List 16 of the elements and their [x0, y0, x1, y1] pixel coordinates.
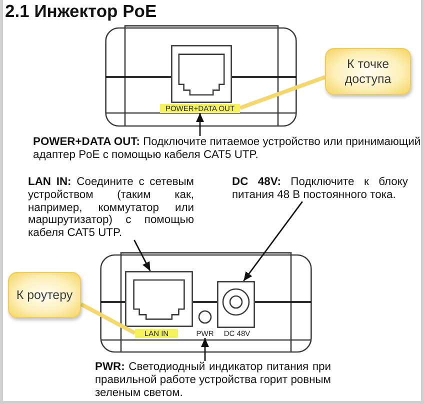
title: 2.1 Инжектор PoE [5, 1, 157, 22]
arrow [243, 201, 303, 282]
callout: К точке доступа [325, 48, 411, 95]
injector-drawing [100, 252, 312, 353]
ethernet-port [171, 45, 232, 103]
description-text: LAN IN: Соедините с сетевым устройством (таким как, например, коммутатор или маршрутизатор) с помощью кабеля CAT5 UTP. [28, 176, 194, 240]
arrow [134, 240, 151, 272]
injector-drawing [105, 25, 297, 127]
arrow [201, 338, 209, 361]
description-text: POWER+DATA OUT: Подключите питаемое устройство или принимающий адаптер PoE с помощью кабеля CAT5 UTP. [33, 136, 422, 162]
power-jack [217, 281, 255, 328]
description-text: PWR: Светодиодный индикатор питания при правильной работе устройства горит ровным зеленым светом. [95, 361, 331, 400]
callout: К роутеру [8, 272, 81, 318]
arrow [196, 113, 204, 136]
ethernet-port [125, 271, 193, 327]
description-text: DC 48V: Подключите к блоку питания 48 В постоянного тока. [232, 176, 408, 202]
